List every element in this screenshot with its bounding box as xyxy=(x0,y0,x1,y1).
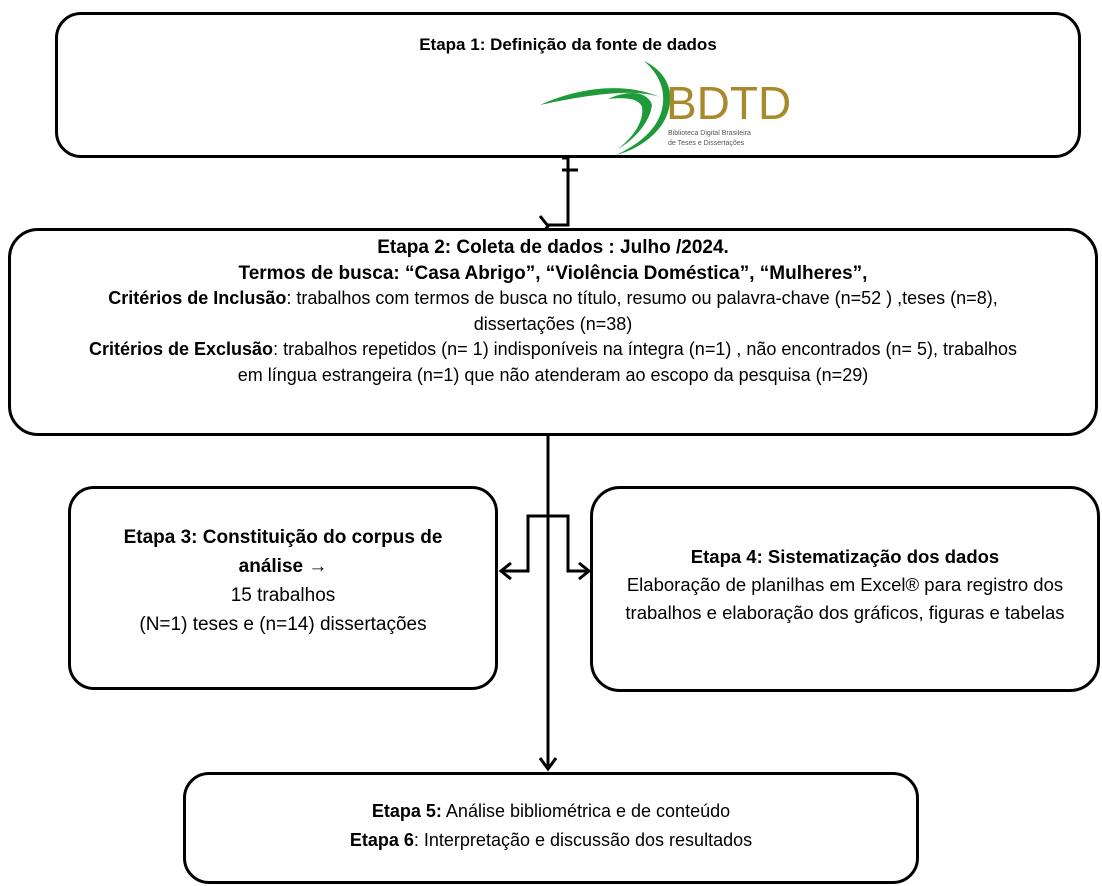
step2-terms: Termos de busca: “Casa Abrigo”, “Violênc… xyxy=(238,262,868,284)
step5-text: Etapa 5: Análise bibliométrica e de cont… xyxy=(371,801,731,821)
step1-title: Etapa 1: Definição da fonte de dados xyxy=(419,35,717,54)
step2-title: Etapa 2: Coleta de dados : Julho /2024. xyxy=(377,237,729,258)
step2-inclusion-cont: dissertações (n=38) xyxy=(473,313,633,334)
step2-inclusion: Critérios de Inclusão: trabalhos com ter… xyxy=(108,288,998,308)
arrowhead-step4 xyxy=(578,561,592,581)
svg-text:Biblioteca Digital Brasileira: Biblioteca Digital Brasileira xyxy=(668,130,751,137)
svg-text:de Teses e Dissertações: de Teses e Dissertações xyxy=(668,140,745,147)
step4-title: Etapa 4: Sistematização dos dados xyxy=(690,546,1000,567)
connector-branch xyxy=(503,436,550,573)
connector-1-2 xyxy=(548,156,570,227)
step1-box: Etapa 1: Definição da fonte de dados BDT… xyxy=(55,12,1081,158)
bdtd-logo: BDTD Biblioteca Digital Brasileira de Te… xyxy=(540,61,791,155)
connector-branch-right xyxy=(548,514,587,573)
step3-detail: (N=1) teses e (n=14) dissertações xyxy=(139,614,427,635)
arrowhead-step5 xyxy=(538,757,558,772)
step2-box: Etapa 2: Coleta de dados : Julho /2024. … xyxy=(8,228,1098,436)
arrowhead-step3 xyxy=(498,561,512,581)
step5-box: Etapa 5: Análise bibliométrica e de cont… xyxy=(183,772,919,884)
step3-title-cont: análise → xyxy=(238,556,328,577)
step4-line1: Elaboração de planilhas em Excel® para r… xyxy=(626,574,1064,595)
step4-box: Etapa 4: Sistematização dos dados Elabor… xyxy=(590,486,1100,692)
step2-exclusion: Critérios de Exclusão: trabalhos repetid… xyxy=(88,339,1018,359)
step4-line2: trabalhos e elaboração dos gráficos, fig… xyxy=(625,602,1065,623)
step3-box: Etapa 3: Constituição do corpus de análi… xyxy=(68,486,498,690)
step3-count: 15 trabalhos xyxy=(230,585,336,606)
bdtd-logo-text: BDTD xyxy=(666,77,791,129)
step3-title: Etapa 3: Constituição do corpus de xyxy=(123,527,443,548)
step2-exclusion-cont: em língua estrangeira (n=1) que não aten… xyxy=(237,364,869,385)
step6-text: Etapa 6: Interpretação e discussão dos r… xyxy=(349,830,753,850)
